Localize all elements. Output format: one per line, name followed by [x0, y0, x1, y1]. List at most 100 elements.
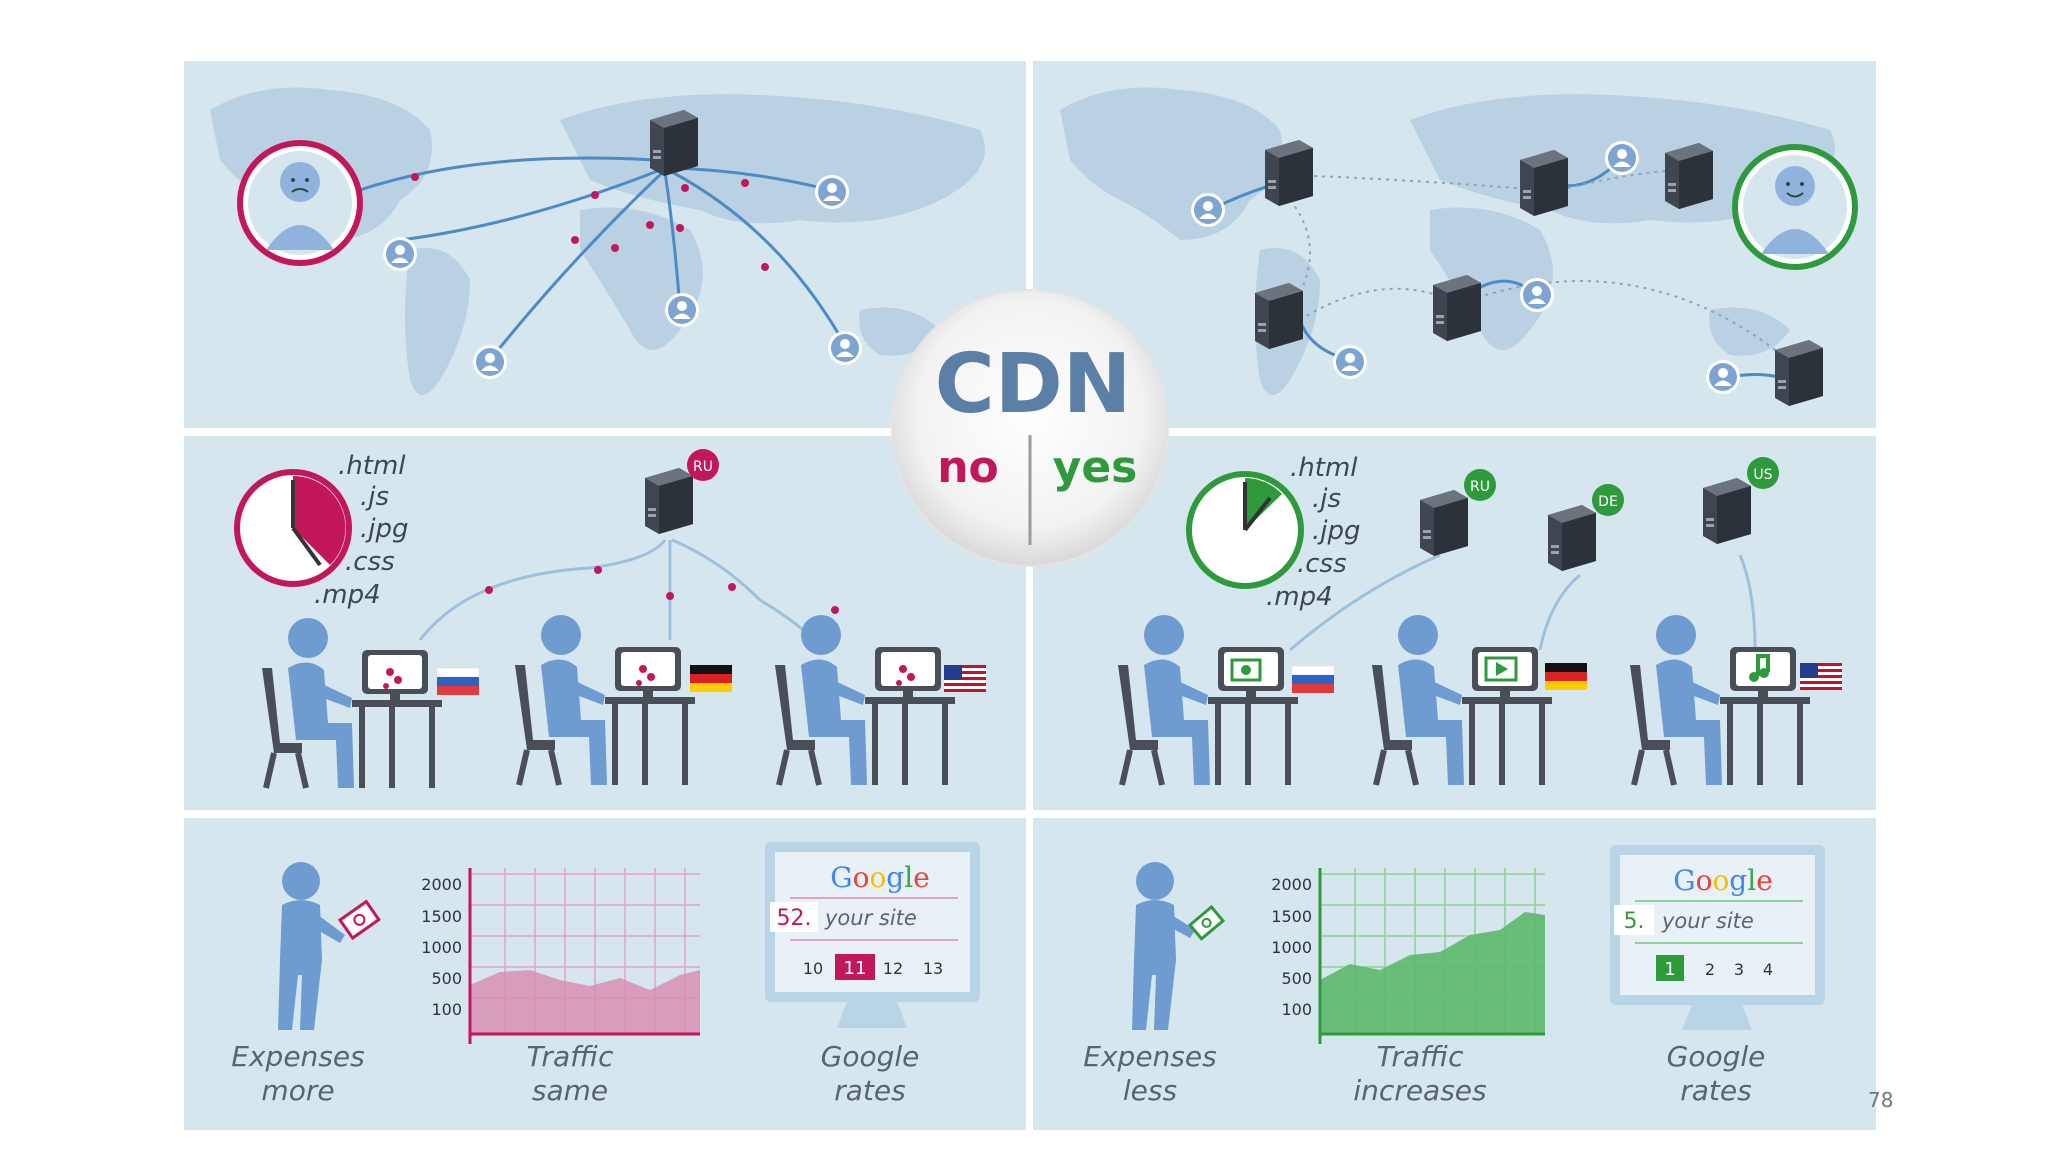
ext-css: .css [1297, 549, 1347, 579]
server-badge-us: US [1747, 457, 1779, 489]
ext-html: .html [1290, 453, 1358, 483]
svg-text:4: 4 [1763, 960, 1773, 979]
happy-user-avatar [1732, 144, 1858, 270]
active-page: 11 [844, 958, 867, 979]
slow-clock-icon [234, 469, 352, 587]
google-title: Google [1667, 1040, 1766, 1073]
svg-text:500: 500 [431, 969, 462, 988]
yes-label: yes [1053, 442, 1138, 493]
svg-text:DE: DE [1598, 494, 1618, 510]
user-pin-icon [828, 331, 862, 365]
ext-html: .html [338, 451, 406, 481]
cdn-links [1289, 553, 1757, 652]
no-cdn-link-hops [485, 566, 839, 614]
ext-jpg: .jpg [1312, 516, 1361, 546]
user-pin-icon [1191, 193, 1225, 227]
traffic-title: Traffic [1377, 1040, 1465, 1073]
ext-jpg: .jpg [360, 514, 409, 544]
expenses-title: Expenses [231, 1040, 364, 1073]
traffic-value: same [532, 1074, 608, 1107]
google-title: Google [821, 1040, 920, 1073]
svg-text:500: 500 [1281, 969, 1312, 988]
ext-mp4: .mp4 [1266, 582, 1333, 612]
svg-text:100: 100 [431, 1000, 462, 1019]
svg-text:1000: 1000 [421, 938, 462, 957]
edge-server-icon [1775, 340, 1823, 406]
server-badge-de: DE [1592, 484, 1624, 516]
ru-edge-server-icon [1420, 490, 1468, 556]
person-paying-more-icon [278, 862, 381, 1030]
person-paying-less-icon [1132, 862, 1226, 1030]
google-logo: Google [1673, 864, 1773, 897]
user-pin-icon [1520, 278, 1554, 312]
edge-server-icon [1255, 283, 1303, 349]
user-pin-icon [1605, 141, 1639, 175]
user-pin-icon [473, 345, 507, 379]
file-types-no: .html .js .jpg .css .mp4 [314, 451, 409, 610]
rank-number: 5. [1624, 909, 1645, 934]
edge-server-icon [1433, 275, 1481, 341]
traffic-title: Traffic [527, 1040, 615, 1073]
flag-germany-icon [690, 665, 732, 692]
svg-text:12: 12 [883, 959, 903, 978]
rank-number: 52. [777, 906, 812, 931]
image-content-icon [1230, 658, 1262, 682]
user-pin-icon [665, 293, 699, 327]
your-site-label: your site [824, 906, 917, 930]
flag-usa-icon [944, 665, 986, 692]
file-types-yes: .html .js .jpg .css .mp4 [1266, 453, 1361, 612]
svg-text:2000: 2000 [421, 875, 462, 894]
sad-user-avatar [237, 140, 363, 266]
de-edge-server-icon [1548, 505, 1596, 571]
user-pin-icon [383, 237, 417, 271]
flag-usa-icon [1800, 663, 1842, 690]
svg-text:US: US [1753, 467, 1772, 483]
svg-text:2: 2 [1705, 960, 1715, 979]
flag-russia-icon [436, 667, 480, 696]
ext-css: .css [345, 547, 395, 577]
expenses-value: more [261, 1074, 334, 1107]
edge-server-icon [1665, 143, 1713, 209]
ext-mp4: .mp4 [314, 580, 381, 610]
google-logo: Google [830, 861, 930, 894]
no-cdn-hops [411, 173, 769, 271]
google-ranking-monitor-no-cdn: Google 52. your site 10 11 12 13 [765, 842, 980, 1028]
fast-clock-icon [1186, 471, 1304, 589]
music-note-icon [1749, 654, 1770, 682]
ru-server-icon [645, 468, 693, 534]
google-value: rates [1680, 1074, 1751, 1107]
cdn-backbone [1289, 169, 1801, 371]
active-page: 1 [1664, 959, 1675, 980]
video-play-icon [1484, 656, 1518, 682]
edge-server-icon [1265, 140, 1313, 206]
traffic-value: increases [1353, 1074, 1486, 1107]
cdn-title: CDN [935, 337, 1132, 432]
google-value: rates [834, 1074, 905, 1107]
svg-text:2000: 2000 [1271, 875, 1312, 894]
traffic-chart-cdn: 2000 1500 1000 500 100 [1271, 868, 1545, 1044]
flag-russia-icon [1291, 665, 1335, 694]
flag-germany-icon [1545, 663, 1587, 690]
svg-text:13: 13 [923, 959, 943, 978]
ext-js: .js [1312, 484, 1341, 514]
user-pin-icon [1706, 360, 1740, 394]
edge-server-icon [1520, 150, 1568, 216]
your-site-label: your site [1661, 909, 1754, 933]
traffic-chart-no-cdn: 2000 1500 1000 500 100 [421, 868, 700, 1044]
ext-js: .js [360, 482, 389, 512]
user-pin-icon [815, 175, 849, 209]
origin-server-icon [650, 110, 698, 176]
us-edge-server-icon [1703, 478, 1751, 544]
svg-text:10: 10 [803, 959, 823, 978]
ru-server-badge: RU [687, 449, 719, 481]
loading-spinner-icon [383, 665, 915, 689]
svg-text:RU: RU [1470, 479, 1490, 495]
svg-text:100: 100 [1281, 1000, 1312, 1019]
cdn-badge: CDN no yes [891, 289, 1169, 567]
svg-text:3: 3 [1734, 960, 1744, 979]
no-label: no [937, 442, 999, 493]
expenses-value: less [1123, 1074, 1177, 1107]
svg-text:1000: 1000 [1271, 938, 1312, 957]
page-number: 78 [1868, 1088, 1894, 1112]
